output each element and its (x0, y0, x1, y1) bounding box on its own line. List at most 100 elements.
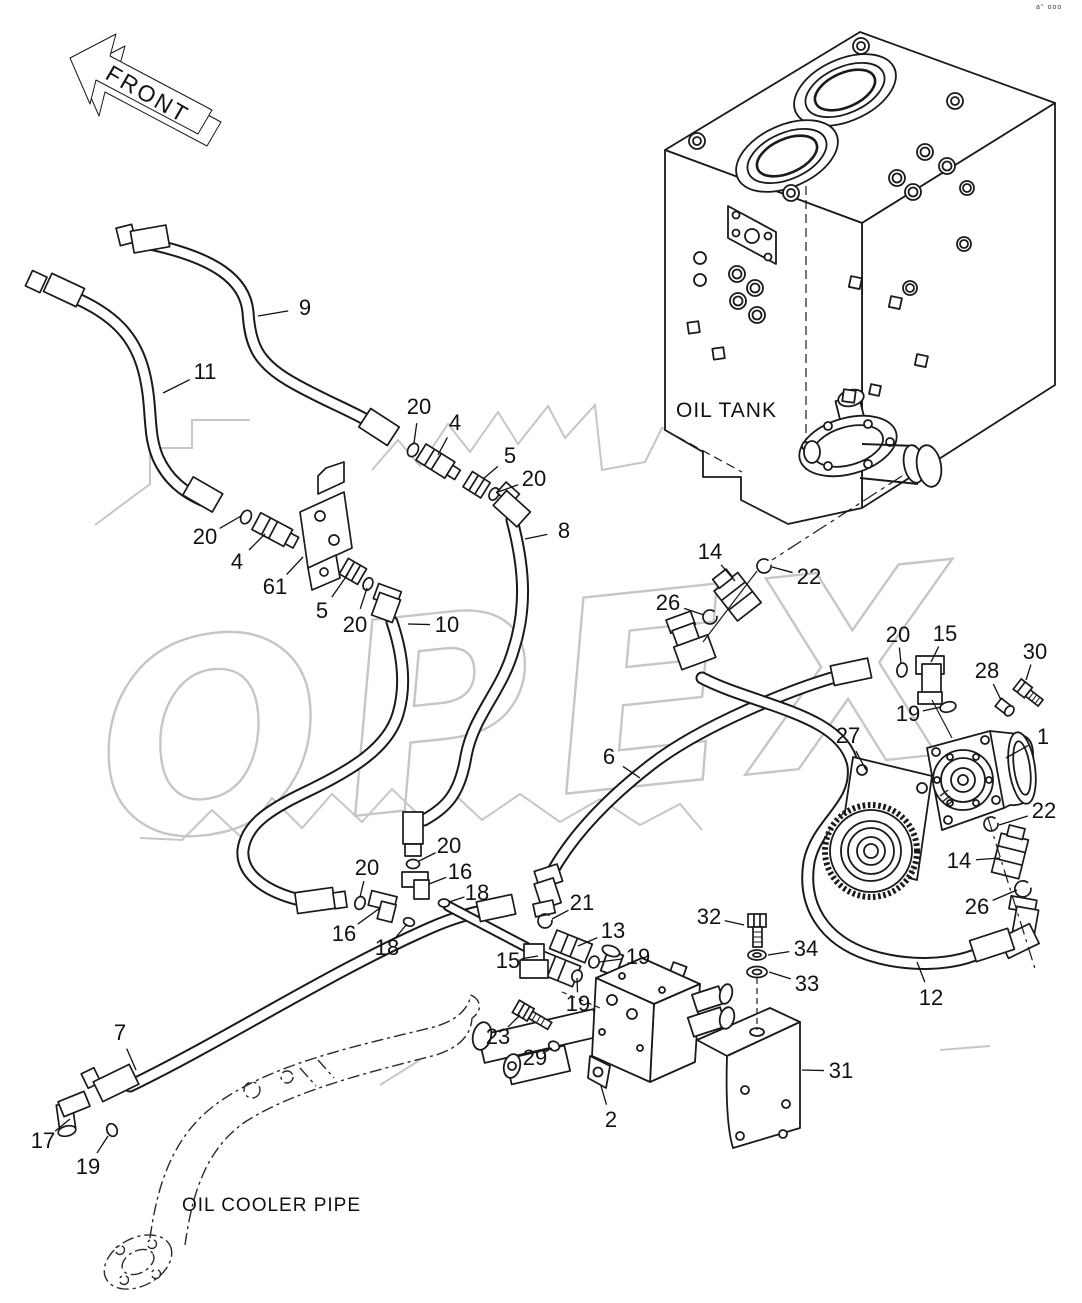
part-callout-14: 14 (946, 848, 972, 873)
part-callout-9: 9 (298, 295, 312, 320)
part-callout-22: 22 (1031, 798, 1057, 823)
o-ring-20g (353, 895, 367, 911)
part-callout-61: 61 (262, 574, 288, 599)
part-callout-7: 7 (113, 1020, 127, 1045)
plug-28 (994, 697, 1015, 717)
oil-tank (664, 31, 1056, 525)
leader-line-19 (598, 958, 622, 963)
hose-6-elbow (533, 863, 564, 910)
hose-10-elbow-top (370, 582, 403, 624)
leader-line-19 (922, 706, 942, 712)
part-callout-26: 26 (964, 894, 990, 919)
leader-line-4 (437, 437, 448, 456)
part-callout-20: 20 (354, 855, 380, 880)
fitting-4b (251, 511, 300, 549)
part-callout-33: 33 (794, 971, 820, 996)
part-callout-2: 2 (604, 1107, 618, 1132)
part-callout-27: 27 (835, 723, 861, 748)
part-callout-1: 1 (1036, 724, 1050, 749)
leader-line-10 (407, 623, 431, 626)
leader-line-34 (767, 951, 790, 956)
elbow-15b (519, 943, 549, 979)
elbow-17 (55, 1090, 91, 1138)
tank-elbow (665, 610, 717, 671)
part-callout-16: 16 (331, 921, 357, 946)
leader-line-5 (331, 573, 349, 598)
snap-ring-26b (1014, 880, 1032, 898)
part-callout-19: 19 (895, 701, 921, 726)
part-callout-15: 15 (495, 948, 521, 973)
part-callout-8: 8 (557, 518, 571, 543)
snap-ring-21 (537, 913, 553, 929)
leader-line-20 (359, 880, 365, 898)
leader-line-11 (162, 379, 191, 394)
leader-line-26 (683, 607, 705, 616)
reference-lines (561, 475, 1037, 1030)
leader-line-14 (720, 564, 736, 582)
part-callout-23: 23 (485, 1024, 511, 1049)
o-ring-20c (239, 509, 253, 525)
part-callout-14: 14 (697, 539, 723, 564)
o-ring-19d (105, 1122, 119, 1138)
part-callout-20: 20 (885, 622, 911, 647)
fitting-4a (415, 443, 462, 481)
part-callout-13: 13 (600, 918, 626, 943)
leader-line-27 (855, 750, 867, 771)
leader-line-17 (54, 1118, 71, 1132)
leader-line-12 (916, 961, 926, 983)
leader-line-23 (507, 1014, 521, 1028)
o-ring-20f (405, 858, 421, 870)
bracket-31 (696, 1007, 801, 1149)
hardware (511, 677, 1045, 1052)
leader-line-28 (992, 683, 1002, 701)
o-ring-20a (406, 442, 420, 458)
tank-suction-valve (798, 388, 943, 488)
snap-ring-22a (756, 558, 772, 574)
leader-line-32 (724, 919, 745, 926)
part-callout-5: 5 (315, 598, 329, 623)
part-callout-17: 17 (30, 1128, 56, 1153)
snap-ring-22b (983, 816, 999, 832)
leader-line-9 (257, 310, 289, 317)
elbow-16b (367, 889, 398, 924)
leader-line-4 (248, 533, 266, 551)
o-ring-20d (362, 576, 374, 592)
leader-line-20 (418, 852, 436, 862)
part-callout-5: 5 (503, 443, 517, 468)
leader-line-18 (448, 896, 465, 903)
hose-8-elbow-top (492, 481, 532, 528)
leader-line-15 (521, 955, 539, 960)
bolt-30 (1012, 677, 1045, 708)
nut-5a (462, 470, 492, 499)
leader-line-13 (577, 937, 598, 947)
part-callout-16: 16 (447, 859, 473, 884)
bolt-32 (747, 913, 767, 948)
leader-line-7 (126, 1048, 137, 1071)
leader-line-20 (219, 515, 242, 529)
part-callout-29: 29 (522, 1045, 548, 1070)
leader-line-6 (622, 765, 641, 779)
leader-line-22 (998, 815, 1028, 826)
leader-line-2 (600, 1085, 608, 1105)
hose-9 (143, 237, 392, 439)
leader-line-1 (1005, 744, 1029, 759)
part-callout-20: 20 (342, 612, 368, 637)
leader-line-5 (482, 465, 499, 480)
part-callout-20: 20 (192, 524, 218, 549)
part-callout-19: 19 (565, 991, 591, 1016)
oil-cooler-pipe-label: OIL COOLER PIPE (182, 1195, 362, 1216)
leader-line-20 (898, 647, 902, 664)
part-callout-4: 4 (448, 410, 462, 435)
leader-line-19 (96, 1135, 109, 1154)
watermark-gear-right (379, 1045, 991, 1086)
tank-top-bosses (688, 37, 964, 202)
leader-line-26 (992, 889, 1018, 901)
leader-line-16 (428, 876, 447, 885)
bolt-23 (511, 999, 553, 1031)
tank-right-bosses (847, 143, 975, 397)
part-callout-19: 19 (625, 944, 651, 969)
part-callout-34: 34 (793, 936, 819, 961)
part-callout-12: 12 (918, 985, 944, 1010)
part-callout-18: 18 (374, 935, 400, 960)
